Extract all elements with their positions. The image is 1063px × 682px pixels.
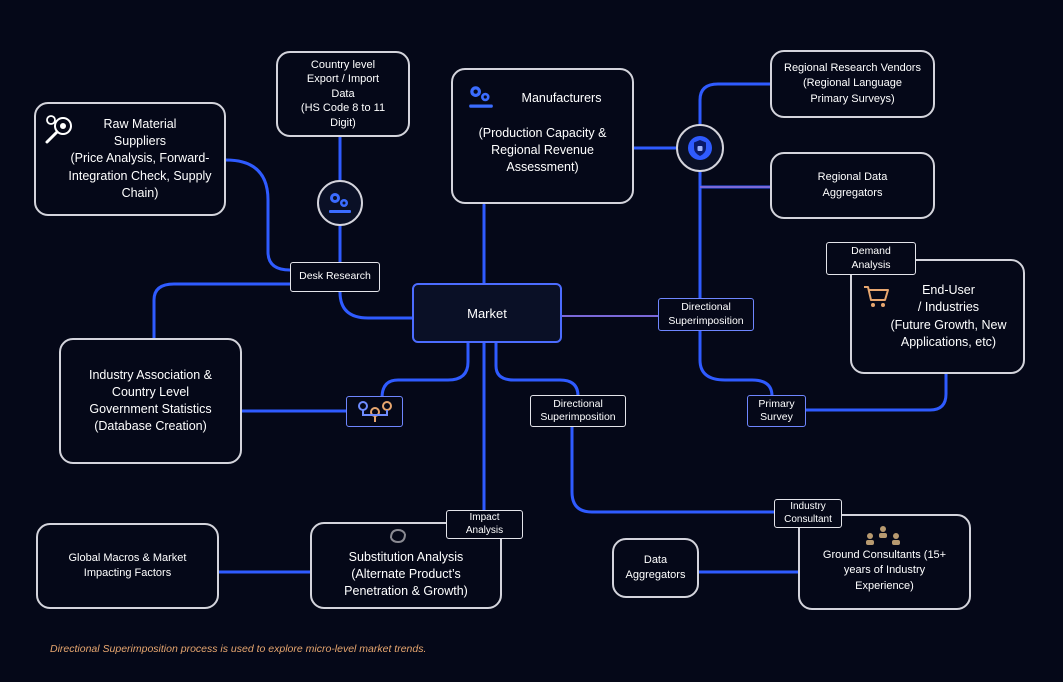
data-aggregators-text: Data Aggregators <box>625 553 686 581</box>
manufacturers-body: (Production Capacity & Regional Revenue … <box>478 125 607 175</box>
ground-consultants-text: Ground Consultants (15+ years of Industr… <box>822 549 947 592</box>
shield-lock-icon <box>688 136 712 160</box>
shield-circle-icon <box>676 124 724 172</box>
location-pins-icon <box>358 401 392 422</box>
demand-analysis-tag: Demand Analysis <box>826 242 916 275</box>
manufacturers-title: Manufacturers <box>521 90 602 105</box>
magnifier-gear-icon <box>45 115 72 144</box>
regional-research-vendors-box: Regional Research Vendors (Regional Lang… <box>770 50 935 118</box>
primary-survey-tag: Primary Survey <box>747 395 806 427</box>
global-macros-box: Global Macros & Market Impacting Factors <box>36 523 219 609</box>
market-label: Market <box>467 305 507 321</box>
end-user-text: End-User / Industries (Future Growth, Ne… <box>890 283 1007 349</box>
substitution-text: Substitution Analysis (Alternate Product… <box>344 549 468 599</box>
industry-consultant-tag: Industry Consultant <box>774 499 842 528</box>
footnote: Directional Superimposition process is u… <box>50 643 427 655</box>
gears-icon <box>469 86 493 108</box>
cycle-icon <box>390 528 406 544</box>
industry-association-text: Industry Association & Country Level Gov… <box>89 367 212 434</box>
manufacturers-box: Manufacturers (Production Capacity & Reg… <box>451 68 634 204</box>
regional-data-aggregators-box: Regional Data Aggregators <box>770 152 935 219</box>
people-icon <box>866 526 900 545</box>
desk-research-tag: Desk Research <box>290 262 380 292</box>
industry-association-box: Industry Association & Country Level Gov… <box>59 338 242 464</box>
raw-material-text: Raw Material Suppliers (Price Analysis, … <box>68 116 212 200</box>
data-aggregators-box: Data Aggregators <box>612 538 699 598</box>
country-trade-text: Country level Export / Import Data (HS C… <box>300 58 386 129</box>
country-trade-data-box: Country level Export / Import Data (HS C… <box>276 51 410 137</box>
directional-superimposition-center-tag: Directional Superimposition <box>530 395 626 427</box>
gears-icon <box>329 193 351 213</box>
impact-analysis-tag: Impact Analysis <box>446 510 523 539</box>
end-user-industries-box: End-User / Industries (Future Growth, Ne… <box>850 259 1025 374</box>
raw-material-suppliers-box: Raw Material Suppliers (Price Analysis, … <box>34 102 226 216</box>
global-macros-text: Global Macros & Market Impacting Factors <box>68 551 187 579</box>
cart-icon <box>864 286 889 307</box>
regional-research-text: Regional Research Vendors (Regional Lang… <box>784 62 921 105</box>
regional-data-text: Regional Data Aggregators <box>817 171 888 199</box>
directional-superimposition-right-tag: Directional Superimposition <box>658 298 754 331</box>
market-node: Market <box>412 283 562 343</box>
